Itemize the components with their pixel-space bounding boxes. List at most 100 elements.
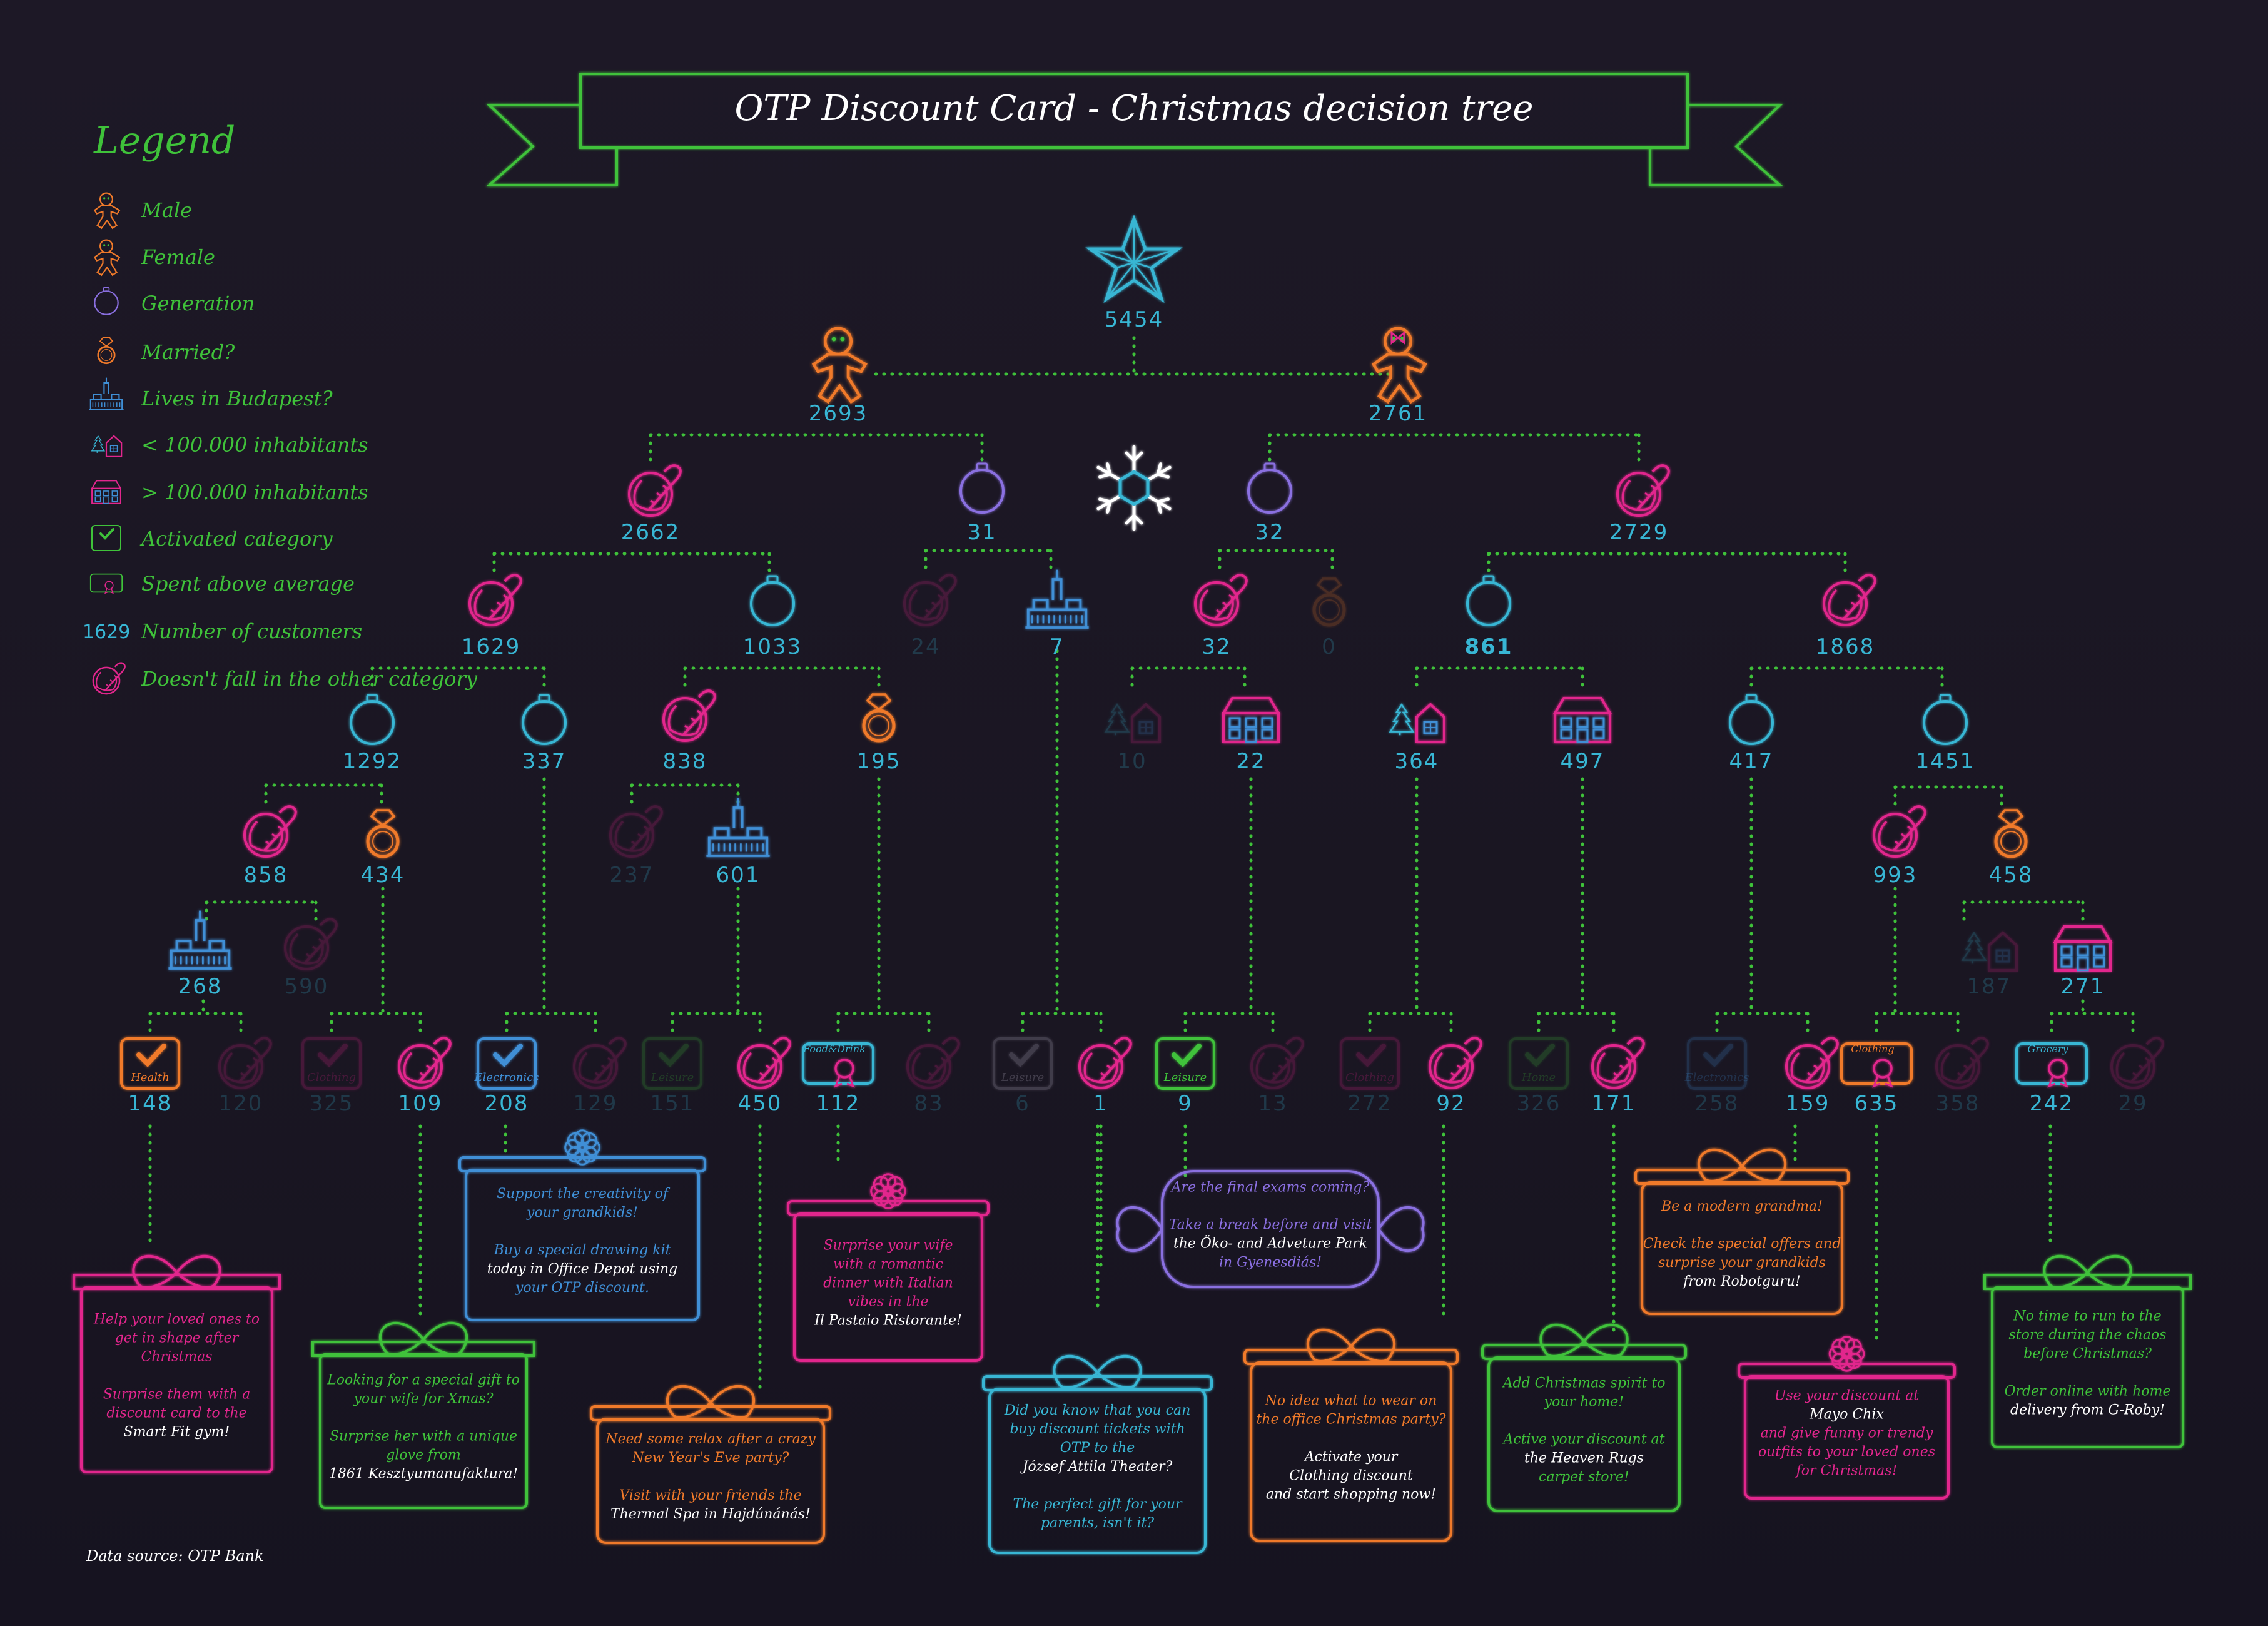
message-line: Buy a special drawing kit: [494, 1242, 671, 1258]
node-count: 258: [1695, 1091, 1739, 1116]
message-line: Use your discount at: [1774, 1388, 1919, 1404]
message-line: Need some relax after a crazy: [605, 1431, 816, 1447]
legend-label: Doesn't fall in the other category: [141, 667, 478, 691]
category-label: Electronics: [474, 1071, 539, 1084]
message-line: carpet store!: [1539, 1470, 1629, 1485]
legend-item: Generation: [94, 287, 255, 315]
node-count: 268: [178, 974, 223, 999]
message-line: Active your discount at: [1502, 1432, 1665, 1448]
message-line: before Christmas?: [2023, 1346, 2152, 1362]
legend-label: Number of customers: [141, 619, 362, 643]
message-box: Be a modern grandma!Check the special of…: [1634, 1148, 1850, 1315]
big-house-icon: [91, 480, 121, 504]
node-count: 120: [219, 1091, 263, 1116]
node-count: 92: [1436, 1091, 1466, 1116]
message-line: the Heaven Rugs: [1524, 1451, 1644, 1466]
message-line: Clothing discount: [1289, 1468, 1413, 1484]
node-count: 1451: [1916, 749, 1975, 774]
message-line: Take a break before and visit: [1169, 1217, 1372, 1233]
node-count: 2761: [1369, 401, 1428, 426]
message-line: Add Christmas spirit to: [1502, 1376, 1666, 1391]
node-count: 171: [1592, 1091, 1636, 1116]
node-count: 1: [1093, 1091, 1108, 1116]
message-line: for Christmas!: [1795, 1463, 1898, 1479]
message-line: Mayo Chix: [1809, 1407, 1884, 1423]
message-line: and give funny or trendy: [1761, 1426, 1933, 1441]
category-label: Clothing: [307, 1071, 356, 1084]
node-count: 148: [128, 1091, 173, 1116]
message-line: in Gyenesdiás!: [1219, 1255, 1322, 1271]
message-line: Support the creativity of: [497, 1186, 671, 1202]
message-line: Surprise them with a: [103, 1387, 251, 1403]
legend-item: Female: [94, 239, 215, 276]
node-count: 358: [1936, 1091, 1980, 1116]
node-count: 364: [1395, 749, 1439, 774]
node-count: 9: [1178, 1091, 1193, 1116]
category-label: Leisure: [1001, 1071, 1044, 1084]
message-line: your wife for Xmas?: [353, 1391, 494, 1407]
message-line: parents, isn't it?: [1041, 1515, 1154, 1531]
message-line: Thermal Spa in Hajdúnánás!: [610, 1507, 811, 1522]
legend-label: > 100.000 inhabitants: [141, 480, 368, 504]
legend-label: Generation: [141, 292, 255, 315]
gingerbread-male-icon: [94, 192, 120, 229]
node-count: 2693: [809, 401, 868, 426]
node-count: 325: [310, 1091, 354, 1116]
message-line: glove from: [386, 1448, 461, 1463]
node-count: 5454: [1105, 307, 1164, 332]
message-line: your OTP discount.: [515, 1280, 649, 1296]
node-count: 858: [244, 863, 288, 888]
node-count: 151: [651, 1091, 695, 1116]
message-line: discount card to the: [106, 1406, 246, 1421]
legend-label: Spent above average: [141, 572, 355, 596]
message-line: the office Christmas party?: [1257, 1412, 1446, 1428]
message-box: Are the final exams coming?Take a break …: [1116, 1170, 1425, 1288]
message-line: delivery from G-Roby!: [2010, 1403, 2165, 1418]
node-count: 208: [485, 1091, 529, 1116]
node-count: 417: [1729, 749, 1774, 774]
node-count: 2729: [1609, 520, 1669, 545]
message-line: Check the special offers and: [1643, 1236, 1841, 1252]
message-line: New Year's Eve party?: [632, 1450, 789, 1466]
legend-item: Married?: [97, 337, 235, 365]
node-count: 450: [738, 1091, 782, 1116]
node-count: 458: [1989, 863, 2033, 888]
ring-icon: [97, 337, 116, 365]
message-line: surprise your grandkids: [1658, 1255, 1826, 1271]
message-line: store during the chaos: [2008, 1328, 2166, 1343]
node-count: 993: [1873, 863, 1918, 888]
message-line: get in shape after: [115, 1331, 240, 1346]
node-count: 635: [1855, 1091, 1899, 1116]
message-line: 1861 Kesztyumanufaktura!: [329, 1466, 519, 1482]
message-line: your grandkids!: [526, 1205, 638, 1221]
node-count: 271: [2061, 974, 2105, 999]
card-award-icon: [89, 573, 123, 594]
legend-title: Legend: [93, 119, 235, 163]
number-sample: 1629: [83, 621, 130, 643]
legend-item: Male: [94, 192, 192, 229]
legend-label: Activated category: [139, 527, 333, 551]
message-line: Looking for a special gift to: [327, 1373, 520, 1388]
node-count: 337: [522, 749, 567, 774]
message-box: Looking for a special gift to your wife f…: [311, 1321, 535, 1509]
node-count: 109: [398, 1091, 443, 1116]
legend-item: Activated category: [91, 524, 333, 552]
node-count: 6: [1015, 1091, 1030, 1116]
category-label: Leisure: [651, 1071, 694, 1084]
category-label: Clothing: [1851, 1043, 1894, 1055]
budapest-parliament-icon: [88, 377, 124, 410]
message-line: Surprise your wife: [823, 1238, 953, 1254]
legend-item: 1629 Number of customers: [83, 619, 362, 643]
node-count: 13: [1258, 1091, 1287, 1116]
message-line: outfits to your loved ones: [1758, 1445, 1935, 1460]
message-line: Did you know that you can: [1004, 1403, 1191, 1418]
message-line: Smart Fit gym!: [124, 1425, 230, 1440]
legend-item: Spent above average: [89, 572, 355, 596]
message-line: from Robotguru!: [1682, 1274, 1801, 1289]
